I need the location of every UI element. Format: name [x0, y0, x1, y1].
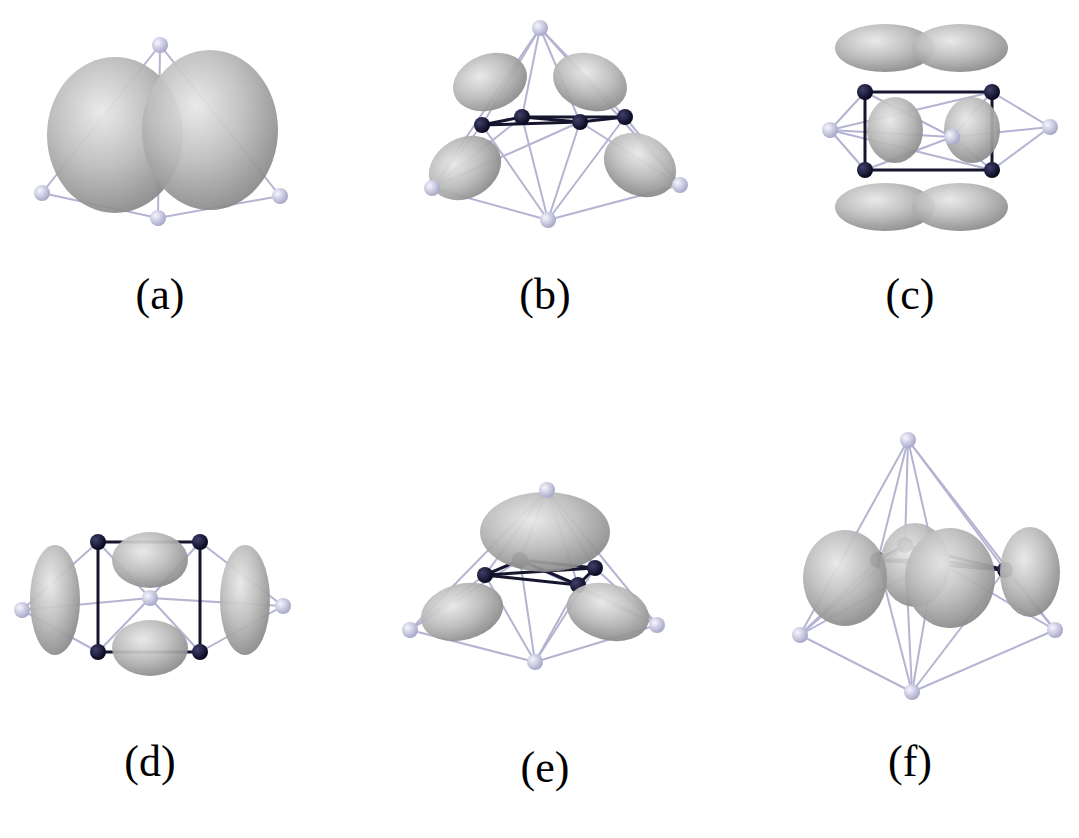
bond-line	[482, 122, 580, 125]
dark-atom	[984, 162, 1000, 178]
panel-label: (b)	[519, 273, 570, 317]
isosurface-lobe	[414, 574, 510, 650]
isosurface-lobe	[944, 97, 1000, 163]
isosurface-lobe	[220, 545, 270, 655]
orbital-panel	[792, 432, 1063, 700]
panel-label: (c)	[886, 273, 935, 317]
isosurface-lobe	[445, 43, 536, 122]
bond-line	[520, 560, 535, 662]
isosurface-lobe	[480, 492, 610, 572]
orbital-panel	[402, 482, 665, 670]
dark-atom	[90, 644, 106, 660]
isosurface-lobe	[912, 183, 1008, 231]
light-atom	[539, 482, 555, 498]
light-atom	[532, 20, 548, 36]
light-atom	[540, 212, 556, 228]
isosurface-lobe	[545, 43, 636, 122]
panel-label: (a)	[136, 273, 185, 317]
dark-atom	[477, 567, 493, 583]
orbital-panel	[14, 532, 291, 676]
bond-line	[522, 117, 548, 220]
bond-line	[912, 630, 1055, 692]
light-atom	[900, 432, 916, 448]
isosurface-lobe	[867, 97, 923, 163]
isosurface-lobe	[592, 120, 688, 210]
light-atom	[904, 684, 920, 700]
bond-line	[865, 169, 992, 172]
light-atom	[672, 177, 688, 193]
light-atom	[424, 180, 440, 196]
isosurface-lobe	[1000, 527, 1060, 617]
dark-atom	[192, 534, 208, 550]
panel-label: (d)	[124, 740, 175, 784]
light-atom	[275, 598, 291, 614]
light-atom	[142, 590, 158, 606]
dark-atom	[617, 109, 633, 125]
light-atom	[272, 188, 288, 204]
light-atom	[1042, 119, 1058, 135]
dark-atom	[90, 534, 106, 550]
light-atom	[150, 210, 166, 226]
isosurface-lobe	[803, 530, 887, 626]
light-atom	[822, 122, 838, 138]
isosurface-lobe	[142, 50, 278, 210]
bond-line	[800, 635, 912, 692]
orbital-panel	[417, 20, 688, 228]
dark-atom	[572, 114, 588, 130]
dark-atom	[192, 644, 208, 660]
dark-atom	[474, 117, 490, 133]
isosurface-lobe	[417, 123, 513, 213]
isosurface-lobe	[912, 24, 1008, 72]
bond-line	[199, 542, 202, 652]
light-atom	[402, 622, 418, 638]
isosurface-lobe	[905, 528, 995, 628]
bond-line	[97, 542, 100, 652]
isosurface-lobe	[112, 620, 188, 676]
light-atom	[792, 627, 808, 643]
bond-line	[865, 91, 992, 94]
isosurface-lobe	[560, 574, 656, 650]
light-atom	[14, 602, 30, 618]
bond-line	[992, 127, 1050, 170]
orbital-panel	[34, 37, 288, 226]
bond-line	[548, 122, 580, 220]
bond-line	[992, 92, 1050, 127]
isosurface-lobe	[30, 545, 80, 655]
light-atom	[1047, 622, 1063, 638]
light-atom	[34, 185, 50, 201]
light-atom	[527, 654, 543, 670]
orbital-panel	[822, 24, 1058, 231]
panel-label: (f)	[888, 740, 932, 784]
isosurface-lobe	[112, 532, 188, 588]
dark-atom	[857, 162, 873, 178]
dark-atom	[984, 84, 1000, 100]
dark-atom	[514, 109, 530, 125]
dark-atom	[857, 84, 873, 100]
light-atom	[944, 129, 960, 145]
dark-atom	[587, 560, 603, 576]
bond-line	[864, 92, 867, 170]
light-atom	[649, 617, 665, 633]
panel-label: (e)	[521, 746, 570, 790]
light-atom	[152, 37, 168, 53]
